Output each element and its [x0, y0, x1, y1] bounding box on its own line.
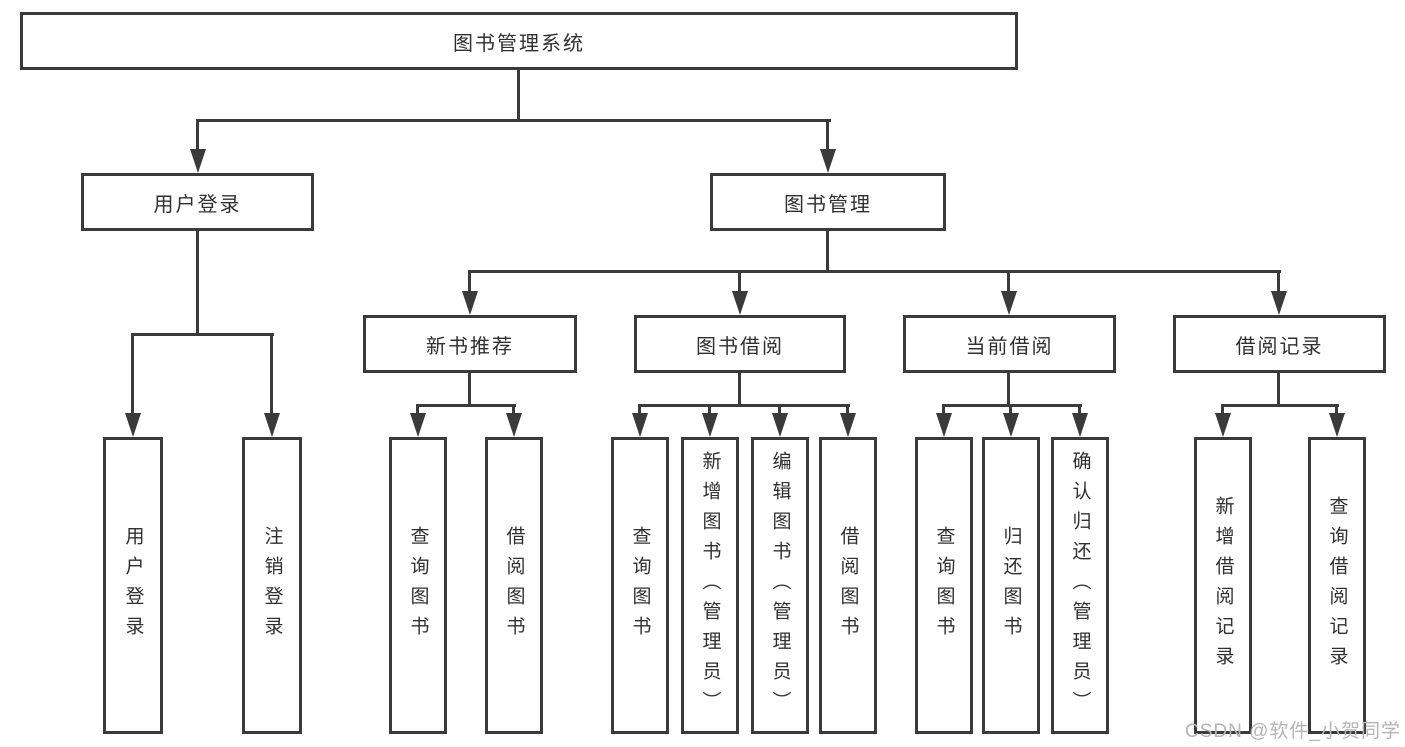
arrow-down-icon — [732, 291, 748, 315]
connector-drop-book-mgmt — [826, 119, 829, 153]
arrow-down-icon — [1001, 291, 1017, 315]
connector-book-mgmt-bar — [468, 270, 1281, 273]
arrow-down-icon — [1003, 413, 1019, 437]
leaf-label: 查询图书 — [629, 525, 651, 646]
leaf-query-books-recommend: 查询图书 — [389, 437, 447, 734]
leaf-label: 编辑图书（管理员） — [769, 450, 791, 721]
connector-drop-leaf — [270, 333, 273, 417]
node-borrowing-records: 借阅记录 — [1173, 315, 1386, 373]
connector-drop-leaf — [942, 404, 945, 417]
node-book-management: 图书管理 — [710, 173, 946, 231]
leaf-borrow-books-recommend: 借阅图书 — [485, 437, 543, 734]
connector-drop-leaf — [778, 404, 781, 417]
arrow-down-icon — [1215, 413, 1231, 437]
connector-drop-leaf — [512, 404, 515, 417]
arrow-down-icon — [1271, 291, 1287, 315]
connector-drop-leaf — [1078, 404, 1081, 417]
connector-drop-leaf — [638, 404, 641, 417]
node-book-borrowing: 图书借阅 — [634, 315, 846, 373]
connector-drop-leaf — [846, 404, 849, 417]
connector-user-login-bar — [131, 333, 274, 336]
leaf-label: 查询借阅记录 — [1326, 495, 1348, 676]
arrow-down-icon — [936, 413, 952, 437]
leaf-edit-books-admin: 编辑图书（管理员） — [751, 437, 809, 734]
arrow-down-icon — [190, 149, 206, 173]
arrow-down-icon — [410, 413, 426, 437]
leaf-label: 查询图书 — [407, 525, 429, 646]
connector-bar — [942, 404, 1082, 407]
leaf-label: 用户登录 — [122, 525, 144, 646]
connector-drop-leaf — [1009, 404, 1012, 417]
connector-drop-new-books — [468, 270, 471, 295]
node-library-management-system: 图书管理系统 — [20, 12, 1018, 70]
connector-book-mgmt-stem — [826, 231, 829, 272]
node-user-login: 用户登录 — [81, 173, 314, 231]
connector-drop-user-login — [196, 119, 199, 153]
connector-drop-leaf — [131, 333, 134, 417]
leaf-label: 注销登录 — [261, 525, 283, 646]
arrow-down-icon — [1329, 413, 1345, 437]
leaf-label: 新增借阅记录 — [1212, 495, 1234, 676]
connector-stem — [738, 373, 741, 406]
arrow-down-icon — [125, 413, 141, 437]
connector-bar — [1221, 404, 1339, 407]
leaf-label: 确认归还（管理员） — [1069, 450, 1091, 721]
connector-bar — [638, 404, 850, 407]
connector-stem — [1277, 373, 1280, 406]
connector-user-login-stem — [196, 231, 199, 336]
leaf-query-borrow-record: 查询借阅记录 — [1308, 437, 1366, 734]
leaf-label: 归还图书 — [1000, 525, 1022, 646]
connector-drop-leaf — [416, 404, 419, 417]
leaf-confirm-return-admin: 确认归还（管理员） — [1051, 437, 1109, 734]
connector-stem — [1007, 373, 1010, 406]
arrow-down-icon — [820, 149, 836, 173]
connector-drop-leaf — [1335, 404, 1338, 417]
leaf-logout: 注销登录 — [242, 437, 302, 734]
arrow-down-icon — [506, 413, 522, 437]
leaf-query-books-borrowing: 查询图书 — [611, 437, 669, 734]
leaf-label: 新增图书（管理员） — [699, 450, 721, 721]
leaf-label: 借阅图书 — [503, 525, 525, 646]
connector-bar — [416, 404, 516, 407]
arrow-down-icon — [840, 413, 856, 437]
connector-drop-leaf — [1221, 404, 1224, 417]
connector-stem — [468, 373, 471, 406]
csdn-watermark: CSDN @软件_小贺同学 — [1185, 721, 1401, 742]
arrow-down-icon — [632, 413, 648, 437]
connector-drop-book-borrow — [738, 270, 741, 295]
leaf-user-login: 用户登录 — [103, 437, 163, 734]
leaf-label: 借阅图书 — [837, 525, 859, 646]
connector-root-stem — [517, 68, 520, 120]
leaf-return-books: 归还图书 — [982, 437, 1040, 734]
leaf-label: 查询图书 — [933, 525, 955, 646]
arrow-down-icon — [462, 291, 478, 315]
node-current-borrowing: 当前借阅 — [903, 315, 1116, 373]
node-new-book-recommendation: 新书推荐 — [363, 315, 577, 373]
arrow-down-icon — [702, 413, 718, 437]
arrow-down-icon — [1072, 413, 1088, 437]
connector-drop-borrow-records — [1277, 270, 1280, 295]
arrow-down-icon — [264, 413, 280, 437]
leaf-borrow-books-borrowing: 借阅图书 — [819, 437, 877, 734]
connector-drop-current-borrow — [1007, 270, 1010, 295]
leaf-add-books-admin: 新增图书（管理员） — [681, 437, 739, 734]
leaf-query-books-current: 查询图书 — [915, 437, 973, 734]
arrow-down-icon — [772, 413, 788, 437]
leaf-add-borrow-record: 新增借阅记录 — [1194, 437, 1252, 734]
connector-drop-leaf — [708, 404, 711, 417]
connector-root-bar — [196, 119, 831, 122]
